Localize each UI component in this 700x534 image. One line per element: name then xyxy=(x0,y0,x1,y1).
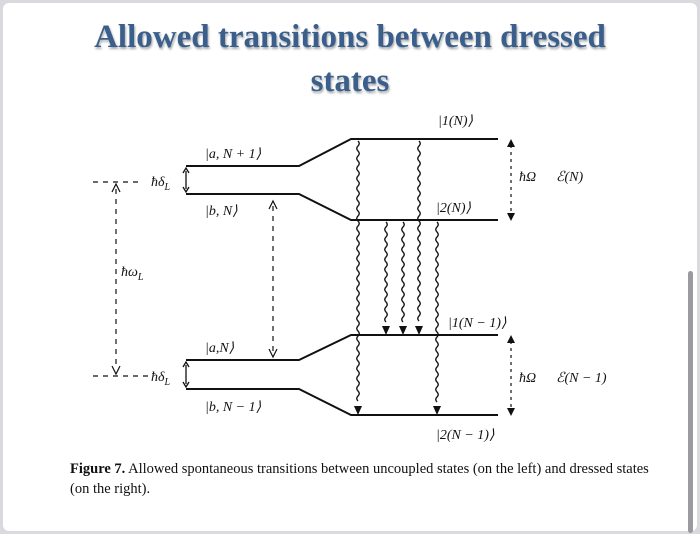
label-a-N: |a,N⟩ xyxy=(205,341,235,356)
label-a-N-plus-1: |a, N + 1⟩ xyxy=(205,147,262,162)
level-a-N xyxy=(186,334,498,361)
transition-2N-to-1N-minus-1-a xyxy=(384,221,388,323)
laser-energy-arrowhead-top xyxy=(111,182,121,193)
slide-title-line-1: Allowed transitions between dressed xyxy=(94,19,606,55)
label-rabi-bottom: ħΩ xyxy=(519,371,536,386)
label-rabi-top: ħΩ xyxy=(519,170,536,185)
laser-energy-arrowhead-bottom xyxy=(111,365,121,376)
transition-1N-to-2N-minus-1-arrowhead xyxy=(354,406,362,415)
energy-level-diagram: |a, N + 1⟩ |b, N⟩ |a,N⟩ |b, N − 1⟩ |1(N)… xyxy=(93,114,607,443)
caption-text: Allowed spontaneous transitions between … xyxy=(70,461,649,497)
label-detuning-top: ħδL xyxy=(151,175,171,193)
transition-2N-to-1N-minus-1-b-arrowhead xyxy=(399,326,407,335)
level-a-N-plus-1 xyxy=(186,138,498,167)
transition-1N-to-1N-minus-1-arrowhead xyxy=(415,326,423,335)
level-b-N xyxy=(186,193,498,221)
caption-label: Figure 7. xyxy=(70,461,126,477)
label-1-N-minus-1: |1(N − 1)⟩ xyxy=(448,316,507,331)
transition-2N-to-1N-minus-1-b xyxy=(401,221,405,323)
label-manifold-bottom: ℰ(N − 1) xyxy=(556,371,607,386)
label-detuning-bottom: ħδL xyxy=(151,370,171,388)
label-manifold-top: ℰ(N) xyxy=(556,170,583,185)
slide-title-line-2: states xyxy=(310,63,390,99)
transition-2N-to-1N-minus-1-a-arrowhead xyxy=(382,326,390,335)
slide-title: Allowed transitions between dressed stat… xyxy=(3,15,697,103)
label-b-N: |b, N⟩ xyxy=(205,204,238,219)
slide: Allowed transitions between dressed stat… xyxy=(3,3,697,533)
transition-1N-to-1N-minus-1 xyxy=(417,140,421,322)
label-2-N-minus-1: |2(N − 1)⟩ xyxy=(436,428,495,443)
transition-2N-to-2N-minus-1-arrowhead xyxy=(433,406,441,415)
label-2-N: |2(N)⟩ xyxy=(436,201,472,216)
transition-1N-to-2N-minus-1 xyxy=(356,140,360,402)
label-laser-energy: ħωL xyxy=(121,265,144,283)
vertical-scrollbar[interactable] xyxy=(688,271,693,533)
transition-2N-to-2N-minus-1 xyxy=(435,221,439,403)
level-b-N-minus-1 xyxy=(186,388,498,416)
dashed-transition-arrowhead-top xyxy=(268,199,278,210)
dashed-transition-arrowhead-bottom xyxy=(268,348,278,359)
figure-caption: Figure 7. Allowed spontaneous transition… xyxy=(70,459,670,499)
label-b-N-minus-1: |b, N − 1⟩ xyxy=(205,400,262,415)
label-1-N: |1(N)⟩ xyxy=(438,114,474,129)
